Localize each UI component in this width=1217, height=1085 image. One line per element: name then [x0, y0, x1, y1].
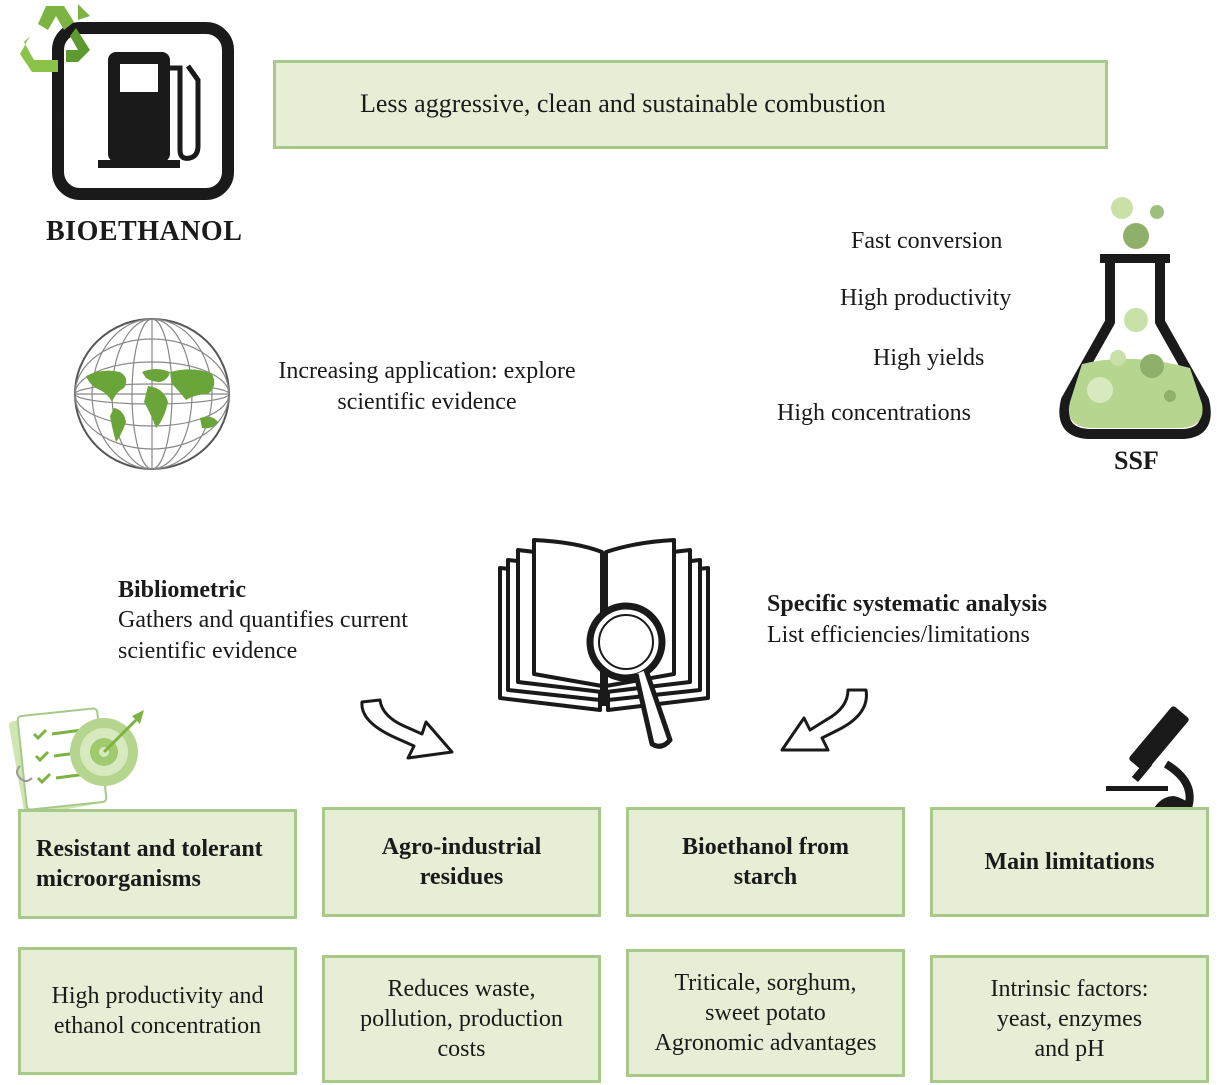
category-box-limitations: Main limitations	[930, 807, 1209, 917]
bibliometric-title: Bibliometric	[118, 577, 246, 603]
globe-icon	[74, 318, 230, 470]
systematic-title: Specific systematic analysis	[767, 591, 1047, 617]
curved-arrow-icon	[360, 698, 454, 760]
description-box-microorganisms: High productivity and ethanol concentrat…	[18, 947, 297, 1075]
ssf-label: SSF	[1114, 446, 1159, 475]
description-box-starch: Triticale, sorghum, sweet potato Agronom…	[626, 949, 905, 1077]
category-title: Agro-industrial residues	[381, 834, 542, 890]
banner-text: Less aggressive, clean and sustainable c…	[360, 89, 886, 119]
category-title: Bioethanol from starch	[682, 834, 849, 890]
category-title: Resistant and tolerant microorganisms	[36, 836, 263, 892]
checklist-target-icon	[8, 707, 144, 812]
ssf-benefit-fast-conversion: Fast conversion	[851, 228, 1003, 254]
ssf-benefit-high-yields: High yields	[873, 345, 985, 371]
curved-arrow-icon	[780, 688, 868, 752]
ssf-benefit-high-concentrations: High concentrations	[777, 400, 971, 426]
bioethanol-label: BIOETHANOL	[46, 216, 243, 247]
bibliometric-text: Gathers and quantifies current scientifi…	[118, 607, 408, 665]
category-description: Triticale, sorghum, sweet potato Agronom…	[654, 970, 877, 1056]
description-box-limitations: Intrinsic factors: yeast, enzymes and pH	[930, 955, 1209, 1083]
book-magnifier-icon	[498, 538, 710, 749]
category-box-agro-residues: Agro-industrial residues	[322, 807, 601, 917]
category-description: Intrinsic factors: yeast, enzymes and pH	[990, 976, 1149, 1062]
recycle-icon	[20, 4, 90, 72]
description-box-agro-residues: Reduces waste, pollution, production cos…	[322, 955, 601, 1083]
systematic-text: List efficiencies/limitations	[767, 622, 1030, 648]
category-box-starch: Bioethanol from starch	[626, 807, 905, 917]
flask-icon	[1059, 197, 1211, 439]
ssf-benefit-high-productivity: High productivity	[840, 285, 1012, 311]
category-title: Main limitations	[984, 849, 1155, 875]
fuel-pump-icon	[52, 22, 234, 200]
category-description: Reduces waste, pollution, production cos…	[360, 976, 563, 1062]
category-description: High productivity and ethanol concentrat…	[51, 983, 264, 1039]
globe-text: Increasing application: explore scientif…	[278, 358, 576, 416]
combustion-banner: Less aggressive, clean and sustainable c…	[273, 60, 1108, 149]
category-box-microorganisms: Resistant and tolerant microorganisms	[18, 809, 297, 919]
